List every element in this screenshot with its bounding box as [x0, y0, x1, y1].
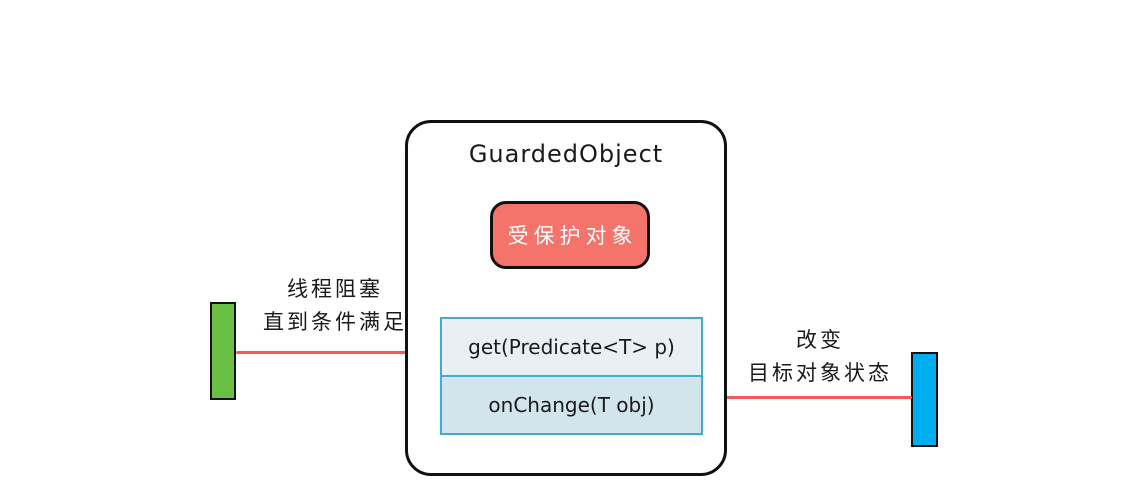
method-list: get(Predicate<T> p) onChange(T obj) [440, 317, 703, 435]
right-annotation-line1: 改变 [796, 328, 844, 352]
right-annotation: 改变 目标对象状态 [730, 324, 910, 390]
protected-object-label: 受保护对象 [507, 224, 638, 248]
method-get-label: get(Predicate<T> p) [468, 335, 675, 359]
method-get-box: get(Predicate<T> p) [440, 317, 703, 377]
changer-thread-bar [911, 352, 938, 447]
left-annotation: 线程阻塞 直到条件满足 [245, 273, 425, 339]
container-title: GuardedObject [468, 140, 664, 168]
method-onchange-label: onChange(T obj) [488, 393, 655, 417]
left-annotation-line1: 线程阻塞 [287, 277, 383, 301]
protected-object-box: 受保护对象 [490, 201, 650, 269]
onchange-arrow-line [716, 396, 912, 399]
right-annotation-line2: 目标对象状态 [748, 361, 892, 385]
caller-thread-bar [210, 302, 236, 400]
get-arrow-line [236, 351, 430, 354]
left-annotation-line2: 直到条件满足 [263, 310, 407, 334]
method-onchange-box: onChange(T obj) [440, 375, 703, 435]
